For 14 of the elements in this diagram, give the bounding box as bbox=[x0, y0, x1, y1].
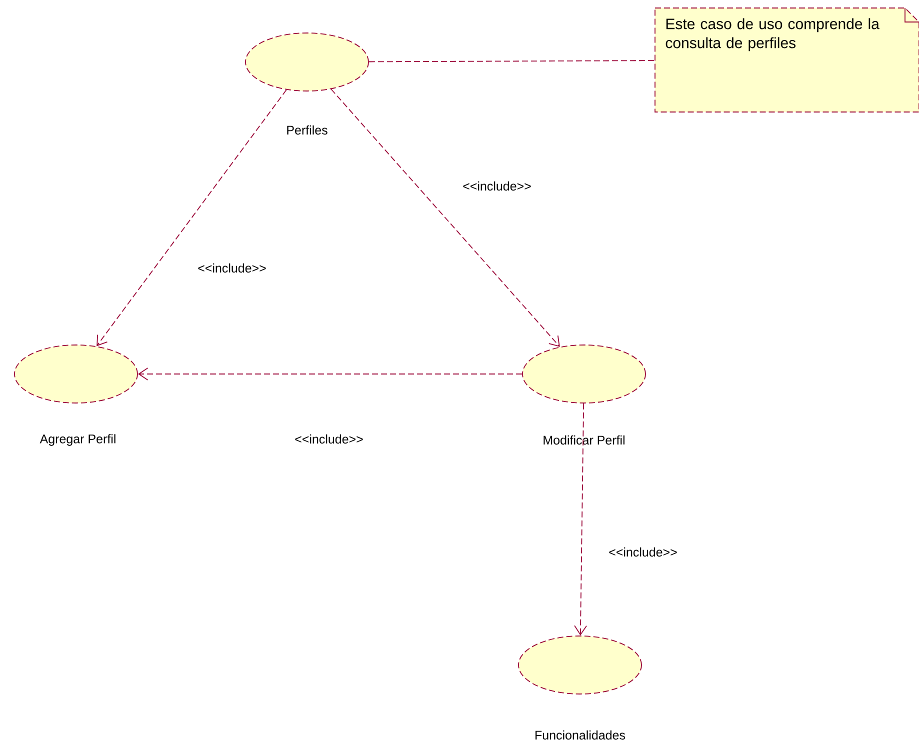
node-label: Modificar Perfil bbox=[544, 435, 624, 445]
edge-label: <<include>> bbox=[462, 180, 532, 192]
edge-label: <<include>> bbox=[196, 262, 268, 274]
include-arrow bbox=[138, 368, 522, 380]
note-box: Este caso de uso comprende la consulta de perfiles bbox=[654, 8, 919, 112]
include-arrow bbox=[330, 88, 560, 347]
node-label: Agregar Perfil bbox=[40, 434, 116, 446]
node-label: Perfiles bbox=[287, 125, 328, 135]
association-line bbox=[368, 60, 656, 62]
edge-label: <<include>> bbox=[608, 546, 678, 558]
include-arrow bbox=[574, 403, 587, 636]
edge-label: <<include>> bbox=[294, 433, 364, 445]
node-label: Funcionalidades bbox=[536, 730, 626, 740]
include-arrow bbox=[96, 89, 287, 346]
